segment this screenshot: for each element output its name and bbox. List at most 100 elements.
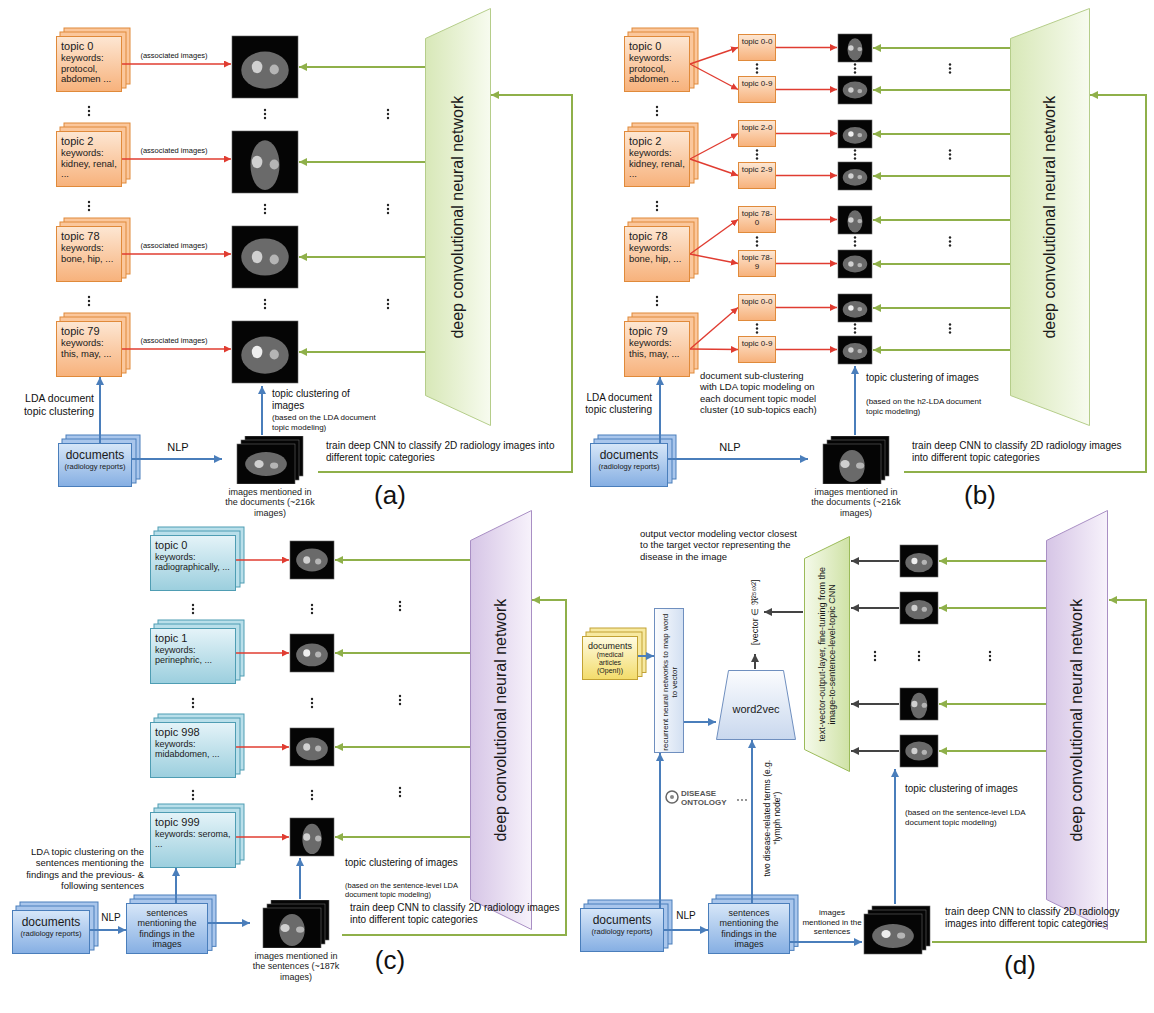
image-anatomy	[848, 347, 853, 353]
ontology-logo: DISEASE ONTOLOGY	[681, 790, 735, 808]
ellipsis-dot	[756, 240, 758, 242]
ellipsis-dot	[264, 208, 266, 210]
ellipsis-dot	[387, 204, 389, 206]
panel-letter: (a)	[360, 480, 420, 511]
arrow-line	[776, 89, 837, 90]
node-title: topic 0	[61, 40, 117, 53]
arrow-line	[873, 47, 1010, 49]
process-note: train deep CNN to classify 2D radiology …	[945, 906, 1141, 930]
image-anatomy	[840, 460, 849, 468]
vector-label: [vector ∈ ℜ²⁵⁶ˣ²]	[750, 573, 761, 651]
image-anatomy	[905, 600, 932, 619]
ellipsis-dot	[311, 612, 313, 614]
ellipsis-dot	[264, 113, 266, 115]
process-note: (based on the sentence-level LDA documen…	[905, 808, 1037, 827]
ellipsis-dot	[989, 651, 991, 653]
subtopic-box: topic 0-0	[738, 34, 776, 61]
node-subtitle: keywords: kidney, renal, ...	[61, 148, 117, 181]
ellipsis-dot	[918, 659, 920, 661]
image-thumbnails	[222, 436, 318, 484]
ellipsis-dot	[949, 71, 951, 73]
ellipsis-dot	[949, 244, 951, 246]
ellipsis-dot	[949, 153, 951, 155]
node-title: deep convolutional neural network	[1041, 58, 1059, 376]
ellipsis-dot	[949, 331, 951, 333]
connector-arrow	[342, 600, 566, 935]
ellipsis-dot	[656, 106, 658, 108]
radiology-image	[290, 728, 334, 766]
subtopic-box: topic 0-9	[738, 336, 776, 363]
ellipsis-dot	[387, 299, 389, 301]
word2vec-trapezoid: word2vec	[716, 670, 796, 740]
subtopic-box: topic 2-0	[738, 120, 776, 147]
ellipsis-dot	[88, 304, 90, 306]
node-title: documents	[594, 449, 664, 463]
image-anatomy	[270, 65, 279, 75]
shape-outline	[805, 537, 850, 772]
node-subtitle: keywords: kidney, renal, ...	[629, 148, 685, 181]
process-note: topic clustering of images	[866, 372, 1000, 384]
ellipsis-dot	[311, 798, 313, 800]
radiology-image	[290, 634, 334, 672]
topic-box: topic 78keywords: bone, hip, ...	[624, 226, 690, 282]
edge-label: NLP	[96, 912, 126, 924]
node-title: topic 2	[629, 135, 685, 148]
ellipsis-dot	[311, 698, 313, 700]
ellipsis-dot	[399, 609, 401, 611]
edge-label: two disease-related terms (e.g. "lymph n…	[762, 753, 782, 883]
node-title: sentences mentioning the findings in the…	[712, 908, 786, 949]
process-note: topic clustering of images	[905, 783, 1037, 795]
arrow-line	[854, 366, 856, 435]
ellipsis-dot	[989, 659, 991, 661]
connector-arrow	[668, 458, 808, 460]
subtopic-box: topic 78-0	[738, 206, 776, 233]
connector-arrow	[659, 377, 661, 443]
image-anatomy	[252, 346, 263, 358]
image-anatomy	[848, 38, 863, 60]
ellipsis-dot	[399, 703, 401, 705]
image-anatomy	[857, 349, 862, 353]
arrow-line	[335, 746, 470, 748]
ellipsis-dot	[387, 117, 389, 119]
ellipsis-dot	[88, 110, 90, 112]
image-anatomy	[881, 930, 890, 938]
connector-arrow	[690, 134, 738, 160]
connector-arrow	[690, 64, 738, 90]
radiology-image	[232, 131, 298, 193]
arrow-line	[764, 611, 803, 613]
ellipsis-dot	[656, 205, 658, 207]
illustration	[88, 34, 1146, 954]
radiology-image	[900, 735, 938, 767]
ellipsis-dot	[854, 240, 856, 242]
image-anatomy	[252, 156, 263, 168]
image-anatomy	[848, 45, 853, 51]
shape-outline	[717, 671, 796, 740]
shape-outline	[471, 511, 532, 930]
arrow-line	[851, 560, 899, 562]
process-note: topic clustering of images	[345, 857, 463, 869]
ellipsis-dot	[854, 244, 856, 246]
image-anatomy	[296, 926, 304, 932]
ontology-icon	[670, 795, 674, 799]
image-anatomy	[843, 127, 867, 144]
node-title: images mentioned in the documents (~216k…	[808, 487, 904, 518]
image-anatomy	[922, 607, 927, 612]
ellipsis-dot	[756, 149, 758, 151]
ellipsis-dot	[656, 114, 658, 116]
image-anatomy	[843, 301, 867, 318]
image-anatomy	[843, 256, 867, 273]
process-note: (based on the sentence-level LDA documen…	[345, 881, 463, 899]
connectors	[90, 48, 1146, 936]
connector-arrow	[751, 740, 753, 903]
node-subtitle: keywords: protocol, abdomen ...	[61, 53, 117, 86]
node-title: images mentioned in the documents (~216k…	[222, 487, 318, 518]
radiology-image	[900, 592, 938, 624]
topic-box: topic 0keywords: radiographically, ...	[150, 535, 236, 591]
connector-arrow	[690, 254, 738, 264]
image-anatomy	[315, 835, 321, 841]
node-title: sentences mentioning the findings in the…	[130, 908, 204, 949]
subtopic-box: topic 78-9	[738, 250, 776, 277]
document-stack: documents(medical articles (OpenI))	[582, 636, 638, 680]
image-anatomy	[905, 741, 932, 760]
image-anatomy	[848, 305, 853, 311]
